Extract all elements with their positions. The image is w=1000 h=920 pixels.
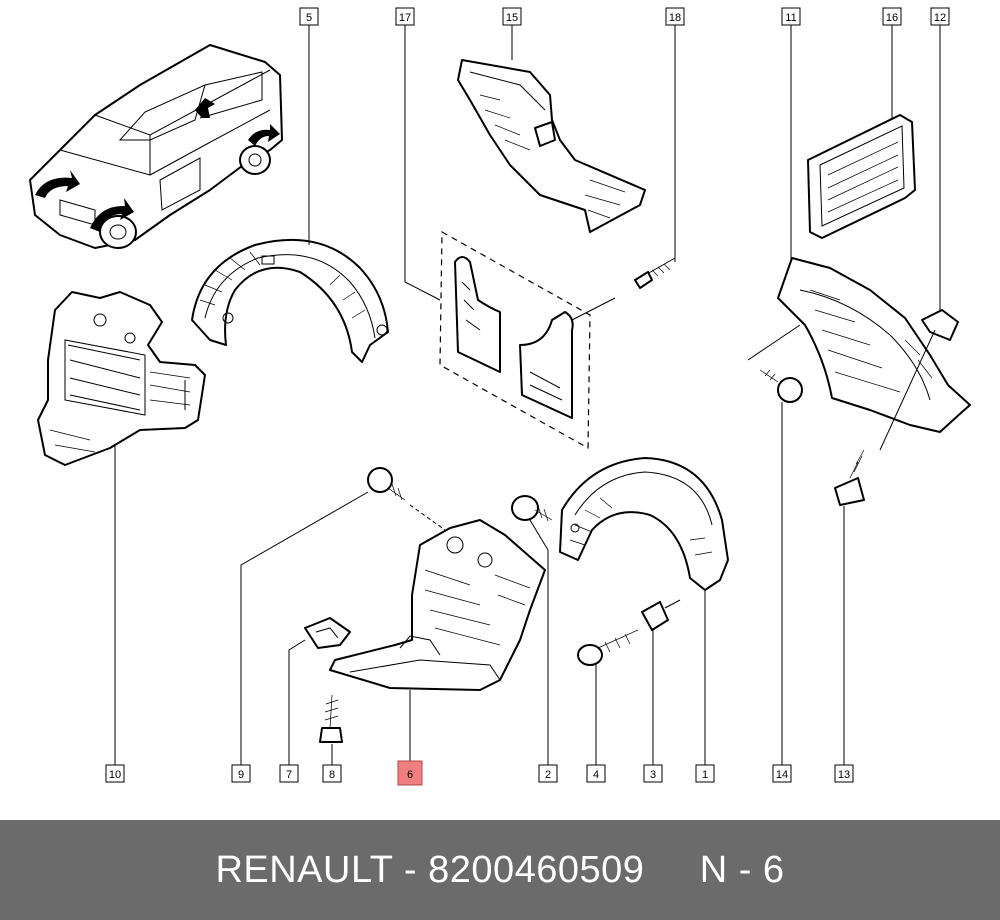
part-15-shape (457, 59, 646, 233)
footer-bar: RENAULT - 8200460509 N - 6 (0, 820, 1000, 920)
part-1-shape (559, 457, 729, 591)
callout-10: 10 (105, 764, 125, 783)
part-4-shape (577, 629, 639, 666)
vehicle-illustration (29, 44, 283, 249)
callout-3-text: 3 (650, 769, 656, 781)
part-8-shape (319, 694, 343, 743)
callout-1: 1 (695, 764, 715, 783)
callout-8-text: 8 (329, 769, 335, 781)
callout-5: 5 (299, 7, 319, 26)
part-12-shape (879, 309, 959, 451)
callout-9: 9 (231, 764, 251, 783)
callout-6-text: 6 (407, 769, 413, 781)
callout-15-text: 15 (506, 12, 518, 24)
callout-18: 18 (665, 7, 685, 26)
callout-12: 12 (930, 7, 950, 26)
part-2-shape (511, 495, 553, 522)
part-16-shape (807, 114, 916, 239)
callout-18-text: 18 (669, 12, 681, 24)
callout-17-text: 17 (399, 12, 411, 24)
part-18-shape (634, 257, 676, 289)
callout-2: 2 (538, 764, 558, 783)
callout-14-text: 14 (776, 769, 788, 781)
callout-7: 7 (279, 764, 299, 783)
parts-diagram: 10 9 7 8 6 2 4 3 1 14 13 5 (29, 7, 971, 786)
callout-4-text: 4 (593, 769, 599, 781)
callout-17: 17 (395, 7, 415, 26)
callout-11-text: 11 (785, 12, 796, 24)
callout-11: 11 (781, 7, 801, 26)
callout-6: 6 (397, 760, 423, 786)
callout-13-text: 13 (838, 769, 850, 781)
callout-14: 14 (772, 764, 792, 783)
callout-4: 4 (586, 764, 606, 783)
part-6-shape (329, 519, 546, 691)
callout-2-text: 2 (545, 769, 551, 781)
callout-1-text: 1 (702, 769, 708, 781)
part-11-shape (747, 257, 971, 433)
part-3-shape (641, 599, 681, 631)
part-10-shape (37, 291, 206, 466)
callout-10-text: 10 (109, 769, 121, 781)
part-9-shape (367, 467, 446, 531)
footer-part-number: RENAULT - 8200460509 N - 6 (215, 848, 785, 891)
callout-7-text: 7 (286, 769, 292, 781)
part-13-shape (834, 449, 865, 506)
callout-16-text: 16 (886, 12, 898, 24)
callout-8: 8 (322, 764, 342, 783)
part-7-shape (304, 617, 351, 649)
callout-9-text: 9 (238, 769, 244, 781)
callout-16: 16 (882, 7, 902, 26)
part-17-shape (439, 230, 616, 450)
part-14-shape (759, 369, 803, 403)
callout-5-text: 5 (306, 12, 312, 24)
leader-lines (114, 25, 941, 765)
part-5-shape (191, 238, 389, 363)
callout-12-text: 12 (934, 12, 946, 24)
callout-3: 3 (643, 764, 663, 783)
callout-13: 13 (834, 764, 854, 783)
callout-15: 15 (502, 7, 522, 26)
